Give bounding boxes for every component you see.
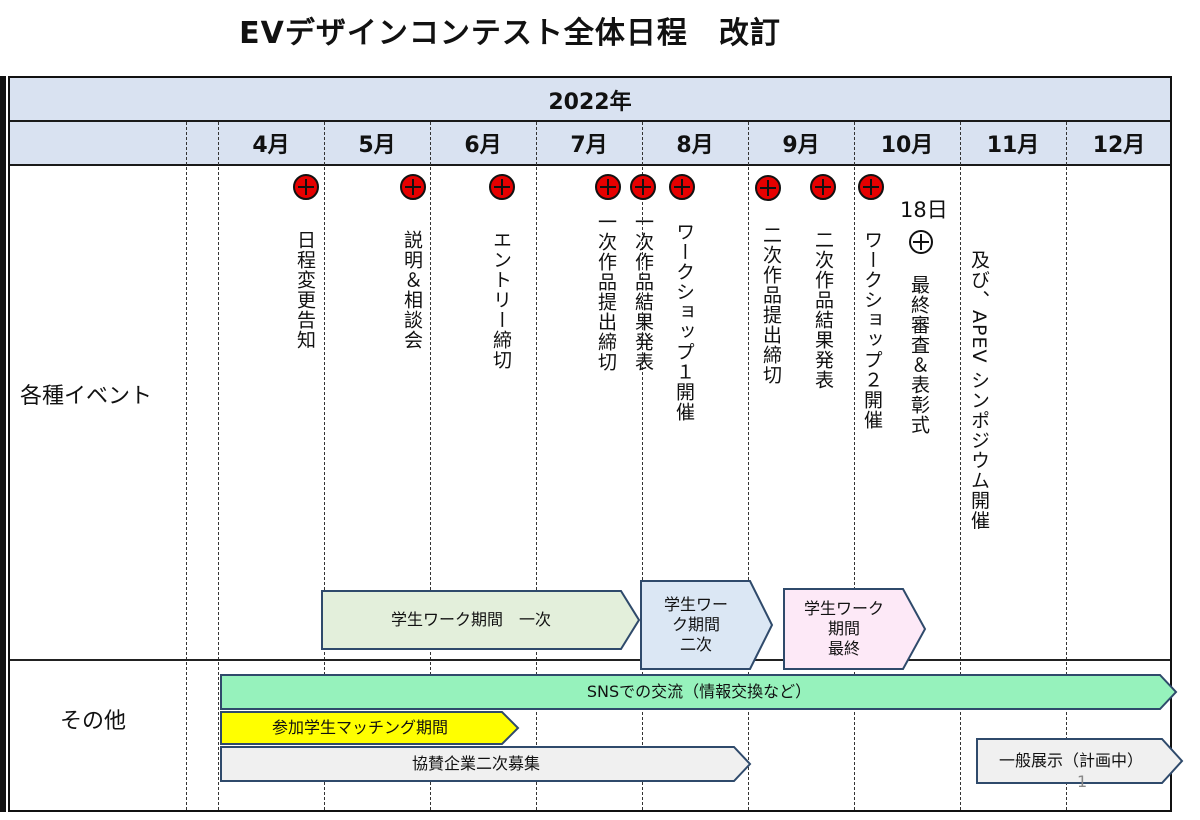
- grid-line: [324, 122, 325, 810]
- month-label-dec: 12月: [1092, 133, 1146, 158]
- event-marker-icon: [489, 174, 515, 200]
- event-marker-icon: [630, 174, 656, 200]
- schedule-frame: [8, 76, 1172, 812]
- event-marker-icon: [595, 174, 621, 200]
- event-marker-icon: [858, 174, 884, 200]
- event-label: ワークショップ２開催: [861, 230, 883, 430]
- month-label-sep: 9月: [782, 133, 820, 158]
- month-label-nov: 11月: [986, 133, 1040, 158]
- row-label-events: 各種イベント: [20, 384, 153, 409]
- event-label: 二次作品結果発表: [812, 230, 834, 390]
- event-marker-icon: [755, 175, 781, 201]
- work-period-final-line2: 期間: [827, 619, 860, 638]
- event-label: 最終審査＆表彰式: [908, 275, 930, 435]
- grid-line: [430, 122, 431, 810]
- month-label-aug: 8月: [676, 133, 714, 158]
- final-event-marker-icon: [909, 230, 933, 254]
- sponsor-recruitment-arrow: 協賛企業二次募集: [220, 746, 752, 782]
- event-marker-icon: [293, 174, 319, 200]
- grid-line: [536, 122, 537, 810]
- work-period-second-line1: 学生ワー: [663, 595, 728, 614]
- month-header-band: [10, 122, 1170, 166]
- row-separator: [10, 659, 1170, 661]
- left-border-bar: [0, 76, 6, 812]
- month-label-jun: 6月: [464, 133, 502, 158]
- event-label: 及び、APEV シンポジウム開催: [968, 250, 990, 531]
- work-period-second-line3: 二次: [679, 635, 712, 654]
- work-period-second-arrow: 学生ワー ク期間 二次: [640, 580, 774, 670]
- event-label: 一次作品提出締切: [595, 212, 617, 372]
- grid-line: [1066, 122, 1067, 810]
- event-label: ワークショップ１開催: [673, 222, 695, 422]
- year-label: 2022年: [548, 90, 632, 115]
- event-marker-icon: [810, 174, 836, 200]
- work-period-final-line3: 最終: [827, 639, 860, 658]
- grid-line: [186, 122, 187, 810]
- work-period-final-line1: 学生ワーク: [803, 599, 884, 618]
- work-period-second-line2: ク期間: [671, 615, 720, 634]
- page-title: EVデザインコンテスト全体日程 改訂: [239, 16, 781, 51]
- row-label-other: その他: [60, 709, 127, 734]
- public-exhibition-label: 一般展示（計画中）: [998, 751, 1143, 770]
- work-period-final-arrow: 学生ワーク 期間 最終: [783, 588, 927, 670]
- work-period-first-arrow: 学生ワーク期間 一次: [321, 590, 641, 650]
- matching-period-label: 参加学生マッチング期間: [271, 718, 448, 737]
- month-label-may: 5月: [358, 133, 396, 158]
- grid-line: [218, 122, 219, 810]
- final-day-label: 18日: [900, 198, 948, 222]
- month-label-apr: 4月: [252, 133, 290, 158]
- sns-exchange-arrow: SNSでの交流（情報交換など）: [220, 674, 1178, 710]
- event-label: 説明＆相談会: [401, 230, 423, 350]
- sns-exchange-label: SNSでの交流（情報交換など）: [586, 682, 812, 701]
- event-label: エントリー締切: [490, 230, 512, 370]
- event-label: 日程変更告知: [294, 230, 316, 350]
- work-period-first-label: 学生ワーク期間 一次: [390, 610, 551, 629]
- public-exhibition-arrow: 一般展示（計画中）: [976, 738, 1184, 784]
- grid-line: [854, 122, 855, 810]
- event-marker-icon: [400, 174, 426, 200]
- matching-period-arrow: 参加学生マッチング期間: [220, 711, 520, 745]
- year-header-band: [10, 78, 1170, 122]
- grid-line: [960, 122, 961, 810]
- month-label-jul: 7月: [570, 133, 608, 158]
- grid-line: [748, 122, 749, 810]
- event-label: 一次作品結果発表: [632, 212, 654, 372]
- event-label: 二次作品提出締切: [760, 225, 782, 385]
- sponsor-recruitment-label: 協賛企業二次募集: [411, 754, 540, 773]
- page-number: 1: [1077, 772, 1088, 791]
- month-label-oct: 10月: [880, 133, 934, 158]
- event-marker-icon: [669, 174, 695, 200]
- grid-line: [642, 122, 643, 810]
